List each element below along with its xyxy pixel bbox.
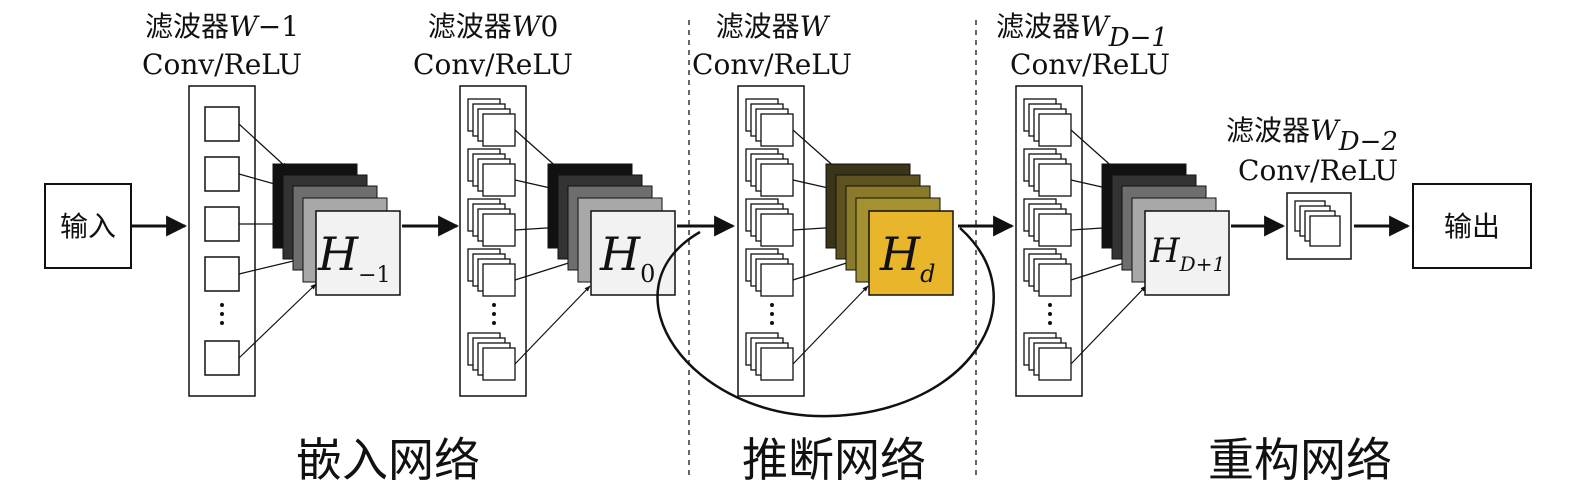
input-block (44, 183, 132, 269)
svg-text:滤波器W−1: 滤波器W−1 (145, 10, 299, 43)
recursion-loop (656, 227, 995, 418)
feature-stack-hd+1 (1101, 163, 1230, 296)
svg-text:Conv/ReLU: Conv/ReLU (1238, 154, 1398, 187)
svg-text:滤波器W: 滤波器W (716, 10, 831, 43)
feature-label-h0: H0 (599, 227, 655, 288)
svg-text:Conv/ReLU: Conv/ReLU (142, 48, 302, 81)
feature-stack-hd (825, 163, 954, 296)
vertical-ellipsis (492, 303, 496, 325)
section-label-inference: 推断网络 (742, 433, 926, 487)
feature-stack-h-1 (272, 163, 401, 296)
vertical-ellipsis (1048, 303, 1052, 325)
filter-label-wd-2: 滤波器WD−2 Conv/ReLU (1226, 114, 1398, 187)
filter-units-w-1 (204, 106, 240, 376)
filter-units-wd-2 (1294, 200, 1341, 247)
section-label-reconstruction: 重构网络 (1208, 433, 1392, 487)
filter-label-w: 滤波器W Conv/ReLU (692, 10, 852, 81)
vertical-ellipsis (770, 303, 774, 325)
feature-label-hd+1: HD+1 (1149, 231, 1225, 276)
feature-label-hd: Hd (879, 227, 936, 288)
svg-text:Conv/ReLU: Conv/ReLU (413, 48, 573, 81)
output-label: 输出 (1444, 210, 1500, 243)
svg-text:Conv/ReLU: Conv/ReLU (1010, 48, 1170, 81)
filter-label-w0: 滤波器W0 Conv/ReLU (413, 10, 573, 81)
filter-label-w-1: 滤波器W−1 Conv/ReLU (142, 10, 302, 81)
output-block (1412, 183, 1532, 269)
feature-label-h-1: H−1 (317, 227, 391, 288)
svg-text:滤波器WD−2: 滤波器WD−2 (1226, 114, 1398, 157)
svg-text:Conv/ReLU: Conv/ReLU (692, 48, 852, 81)
feature-stack-h0 (547, 163, 676, 296)
vertical-ellipsis (220, 303, 224, 325)
svg-text:滤波器WD−1: 滤波器WD−1 (996, 10, 1168, 53)
input-label: 输入 (60, 210, 116, 243)
svg-text:滤波器W0: 滤波器W0 (428, 10, 559, 43)
section-label-embedding: 嵌入网络 (296, 433, 480, 487)
filter-label-wd-1: 滤波器WD−1 Conv/ReLU (996, 10, 1170, 81)
filter-units-w (745, 98, 794, 381)
filter-units-wd-1 (1023, 98, 1072, 381)
